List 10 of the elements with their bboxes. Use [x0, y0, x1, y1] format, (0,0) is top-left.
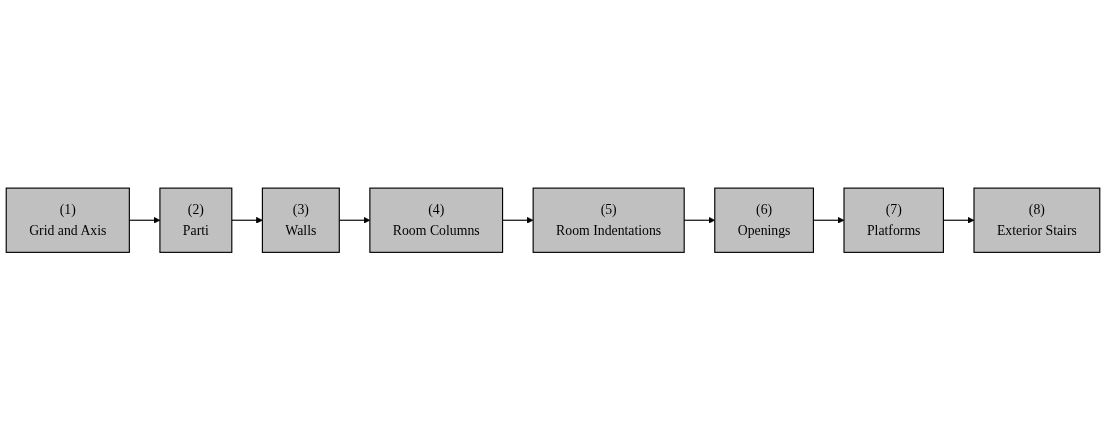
- node-box: (1) Grid and Axis: [5, 187, 130, 253]
- arrow: [502, 216, 534, 224]
- node-box: (4) Room Columns: [369, 187, 504, 253]
- node-box: (8) Exterior Stairs: [973, 187, 1101, 253]
- node-box: (3) Walls: [261, 187, 340, 253]
- arrow: [231, 216, 263, 224]
- node-box: (6) Openings: [714, 187, 814, 253]
- node-box: (2) Parti: [159, 187, 233, 253]
- node-box: (5) Room Indentations: [532, 187, 685, 253]
- node-box: (7) Platforms: [843, 187, 944, 253]
